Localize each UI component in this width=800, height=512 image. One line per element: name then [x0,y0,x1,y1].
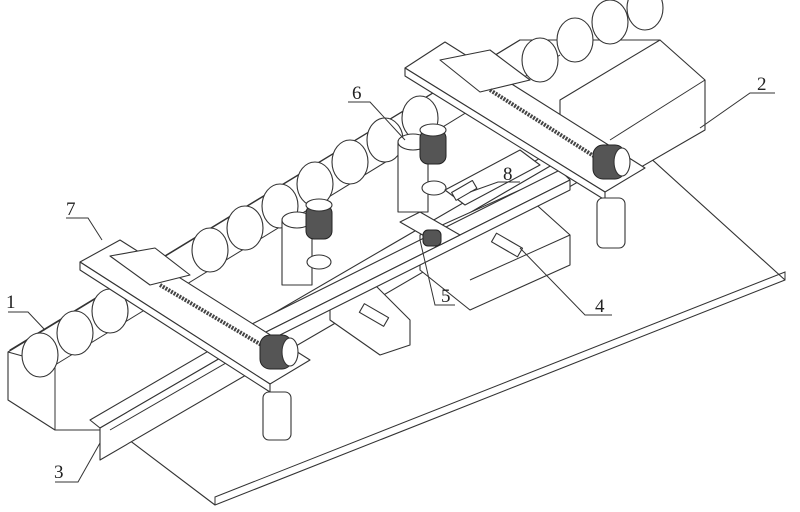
label-2: 2 [757,74,767,95]
small-gear [422,229,442,247]
support-leg [596,197,626,249]
leader-3 [55,442,101,483]
clamp-slider [490,232,524,258]
leader-7 [66,217,103,241]
gantry-right [404,41,646,249]
motor-unit-center [281,198,333,286]
leader-2 [699,92,775,129]
leader-6 [348,101,406,141]
label-3: 3 [54,462,64,483]
center-slider [358,303,390,327]
label-4: 4 [595,296,605,317]
leader-5 [419,239,455,306]
support-leg [262,391,292,441]
label-1: 1 [6,292,16,313]
label-5: 5 [441,286,451,307]
label-8: 8 [503,164,513,185]
label-6: 6 [352,83,362,104]
leader-4 [519,247,612,316]
base-plate-edge [214,271,786,505]
motor-unit-right [397,123,447,213]
gantry-left [79,239,311,441]
leader-1 [8,311,46,331]
label-7: 7 [66,199,76,220]
leader-8 [469,181,520,193]
